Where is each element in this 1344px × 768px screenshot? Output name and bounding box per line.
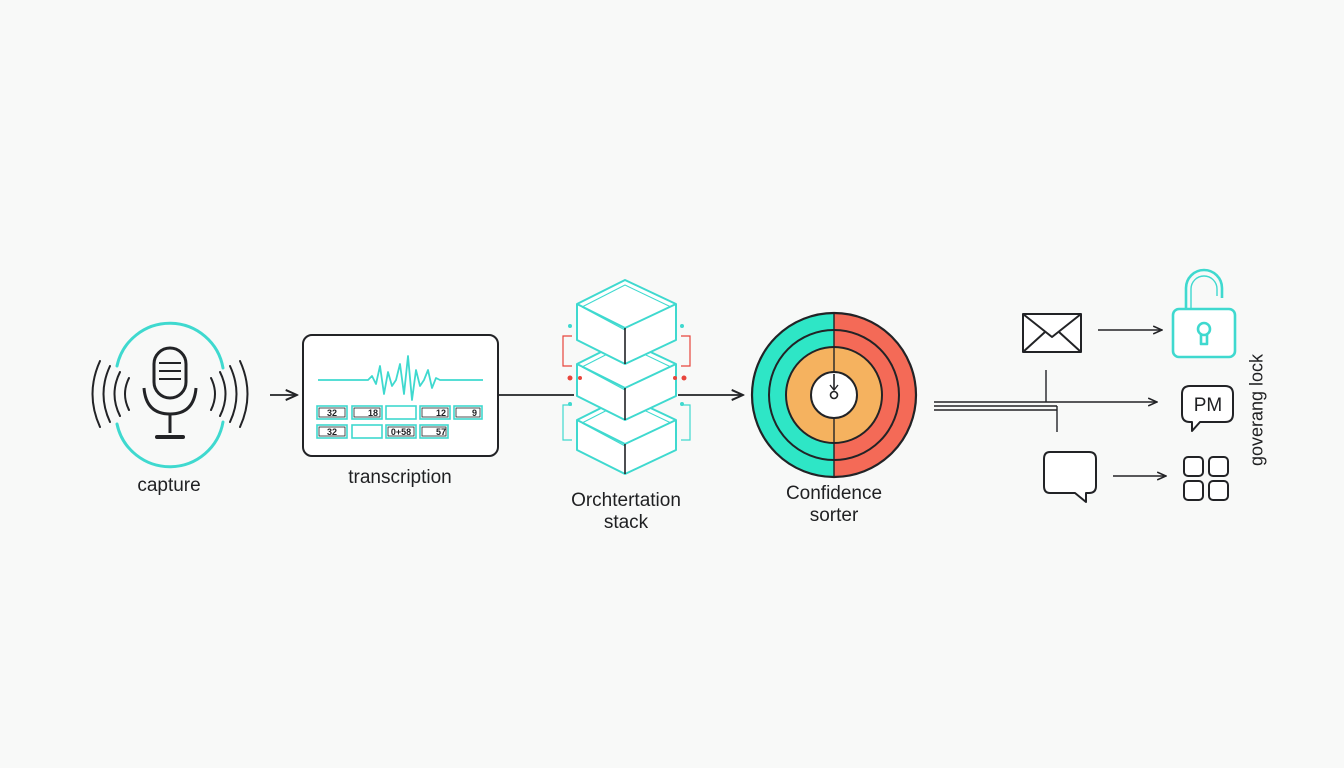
sound-wave-icon: [91, 360, 249, 428]
stack-brackets: [562, 335, 691, 441]
transcript-cell: [385, 405, 417, 420]
transcript-cell: [351, 424, 383, 439]
target-icon: [750, 311, 918, 479]
envelope-icon: [1022, 313, 1082, 353]
governance-label: goverang lock: [1246, 353, 1267, 467]
lock-icon: [1171, 268, 1237, 359]
orchestration-label-line1: Orchtertation: [571, 490, 681, 511]
cell-value: 32: [327, 427, 337, 437]
chat-bubble-icon: [1043, 451, 1097, 503]
transcript-cell: 0+58: [385, 424, 417, 439]
orchestration-label-line2: stack: [603, 512, 649, 533]
cell-value: 9: [472, 408, 477, 418]
cube-layer-top: [576, 279, 677, 365]
transcript-cell: 57: [419, 424, 449, 439]
cube-layer-middle: [576, 339, 677, 421]
cube-layer-bottom: [576, 395, 677, 475]
grid-icon: [1183, 456, 1229, 501]
pm-label: PM: [1194, 395, 1223, 416]
microphone-icon: [115, 321, 225, 469]
transcript-cell: 9: [453, 405, 483, 420]
pm-bubble-icon: PM: [1181, 385, 1234, 432]
transcript-cell: 12: [419, 405, 451, 420]
confidence-label-line2: sorter: [809, 505, 859, 526]
transcription-label: transcription: [348, 467, 452, 488]
confidence-label: Confidence sorter: [754, 483, 914, 527]
warning-dot-icon: [567, 375, 687, 381]
transcript-cell: 32: [316, 424, 348, 439]
status-dot-icon: [568, 324, 684, 406]
waveform-icon: [318, 355, 483, 401]
cube-icon: [576, 279, 677, 475]
confidence-label-line1: Confidence: [785, 483, 883, 504]
cell-value: 12: [436, 408, 446, 418]
cell-value: 0+58: [391, 427, 411, 437]
capture-label: capture: [137, 475, 201, 496]
transcript-cell: 32: [316, 405, 348, 420]
cell-value: 57: [436, 427, 446, 437]
orchestration-label: Orchtertation stack: [546, 490, 706, 534]
routing-lines: [934, 330, 1166, 476]
transcript-cell: 18: [351, 405, 383, 420]
cell-value: 32: [327, 408, 337, 418]
cell-value: 18: [368, 408, 378, 418]
transcription-panel: 32 18 12 9 32: [302, 334, 499, 457]
